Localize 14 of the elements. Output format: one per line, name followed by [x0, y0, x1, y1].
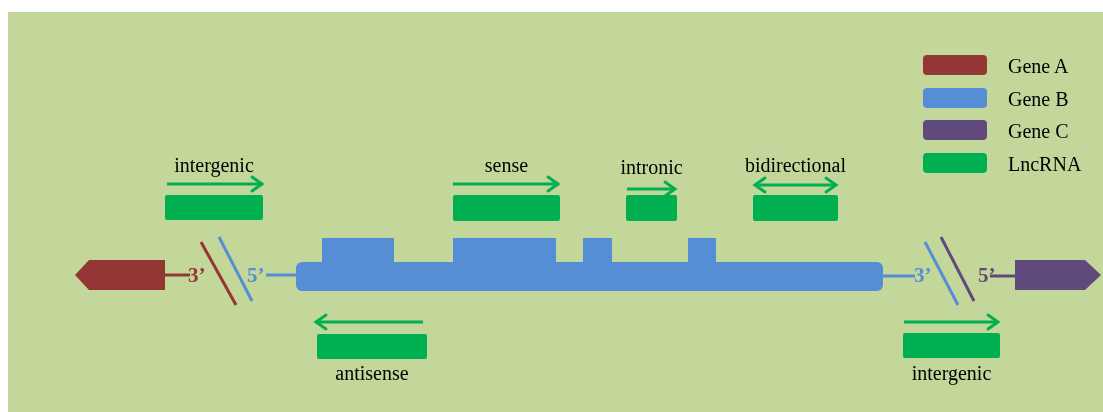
- end-label: 5’: [247, 265, 265, 286]
- legend-label: LncRNA: [1008, 153, 1082, 174]
- lncrna-type-label: antisense: [334, 363, 410, 383]
- legend-label: Gene C: [1008, 121, 1069, 141]
- lncrna-type-label: sense: [483, 155, 530, 175]
- lncrna-type-label: intergenic: [910, 363, 993, 383]
- end-label: 3’: [188, 265, 206, 286]
- lncrna-type-label: intergenic: [173, 155, 255, 175]
- legend-label: Gene A: [1008, 56, 1069, 76]
- end-label: 5’: [978, 265, 996, 286]
- end-label: 3’: [914, 265, 932, 286]
- lncrna-type-label: bidirectional: [743, 155, 848, 175]
- legend-label: Gene B: [1008, 88, 1069, 109]
- lncrna-type-label: intronic: [619, 157, 684, 177]
